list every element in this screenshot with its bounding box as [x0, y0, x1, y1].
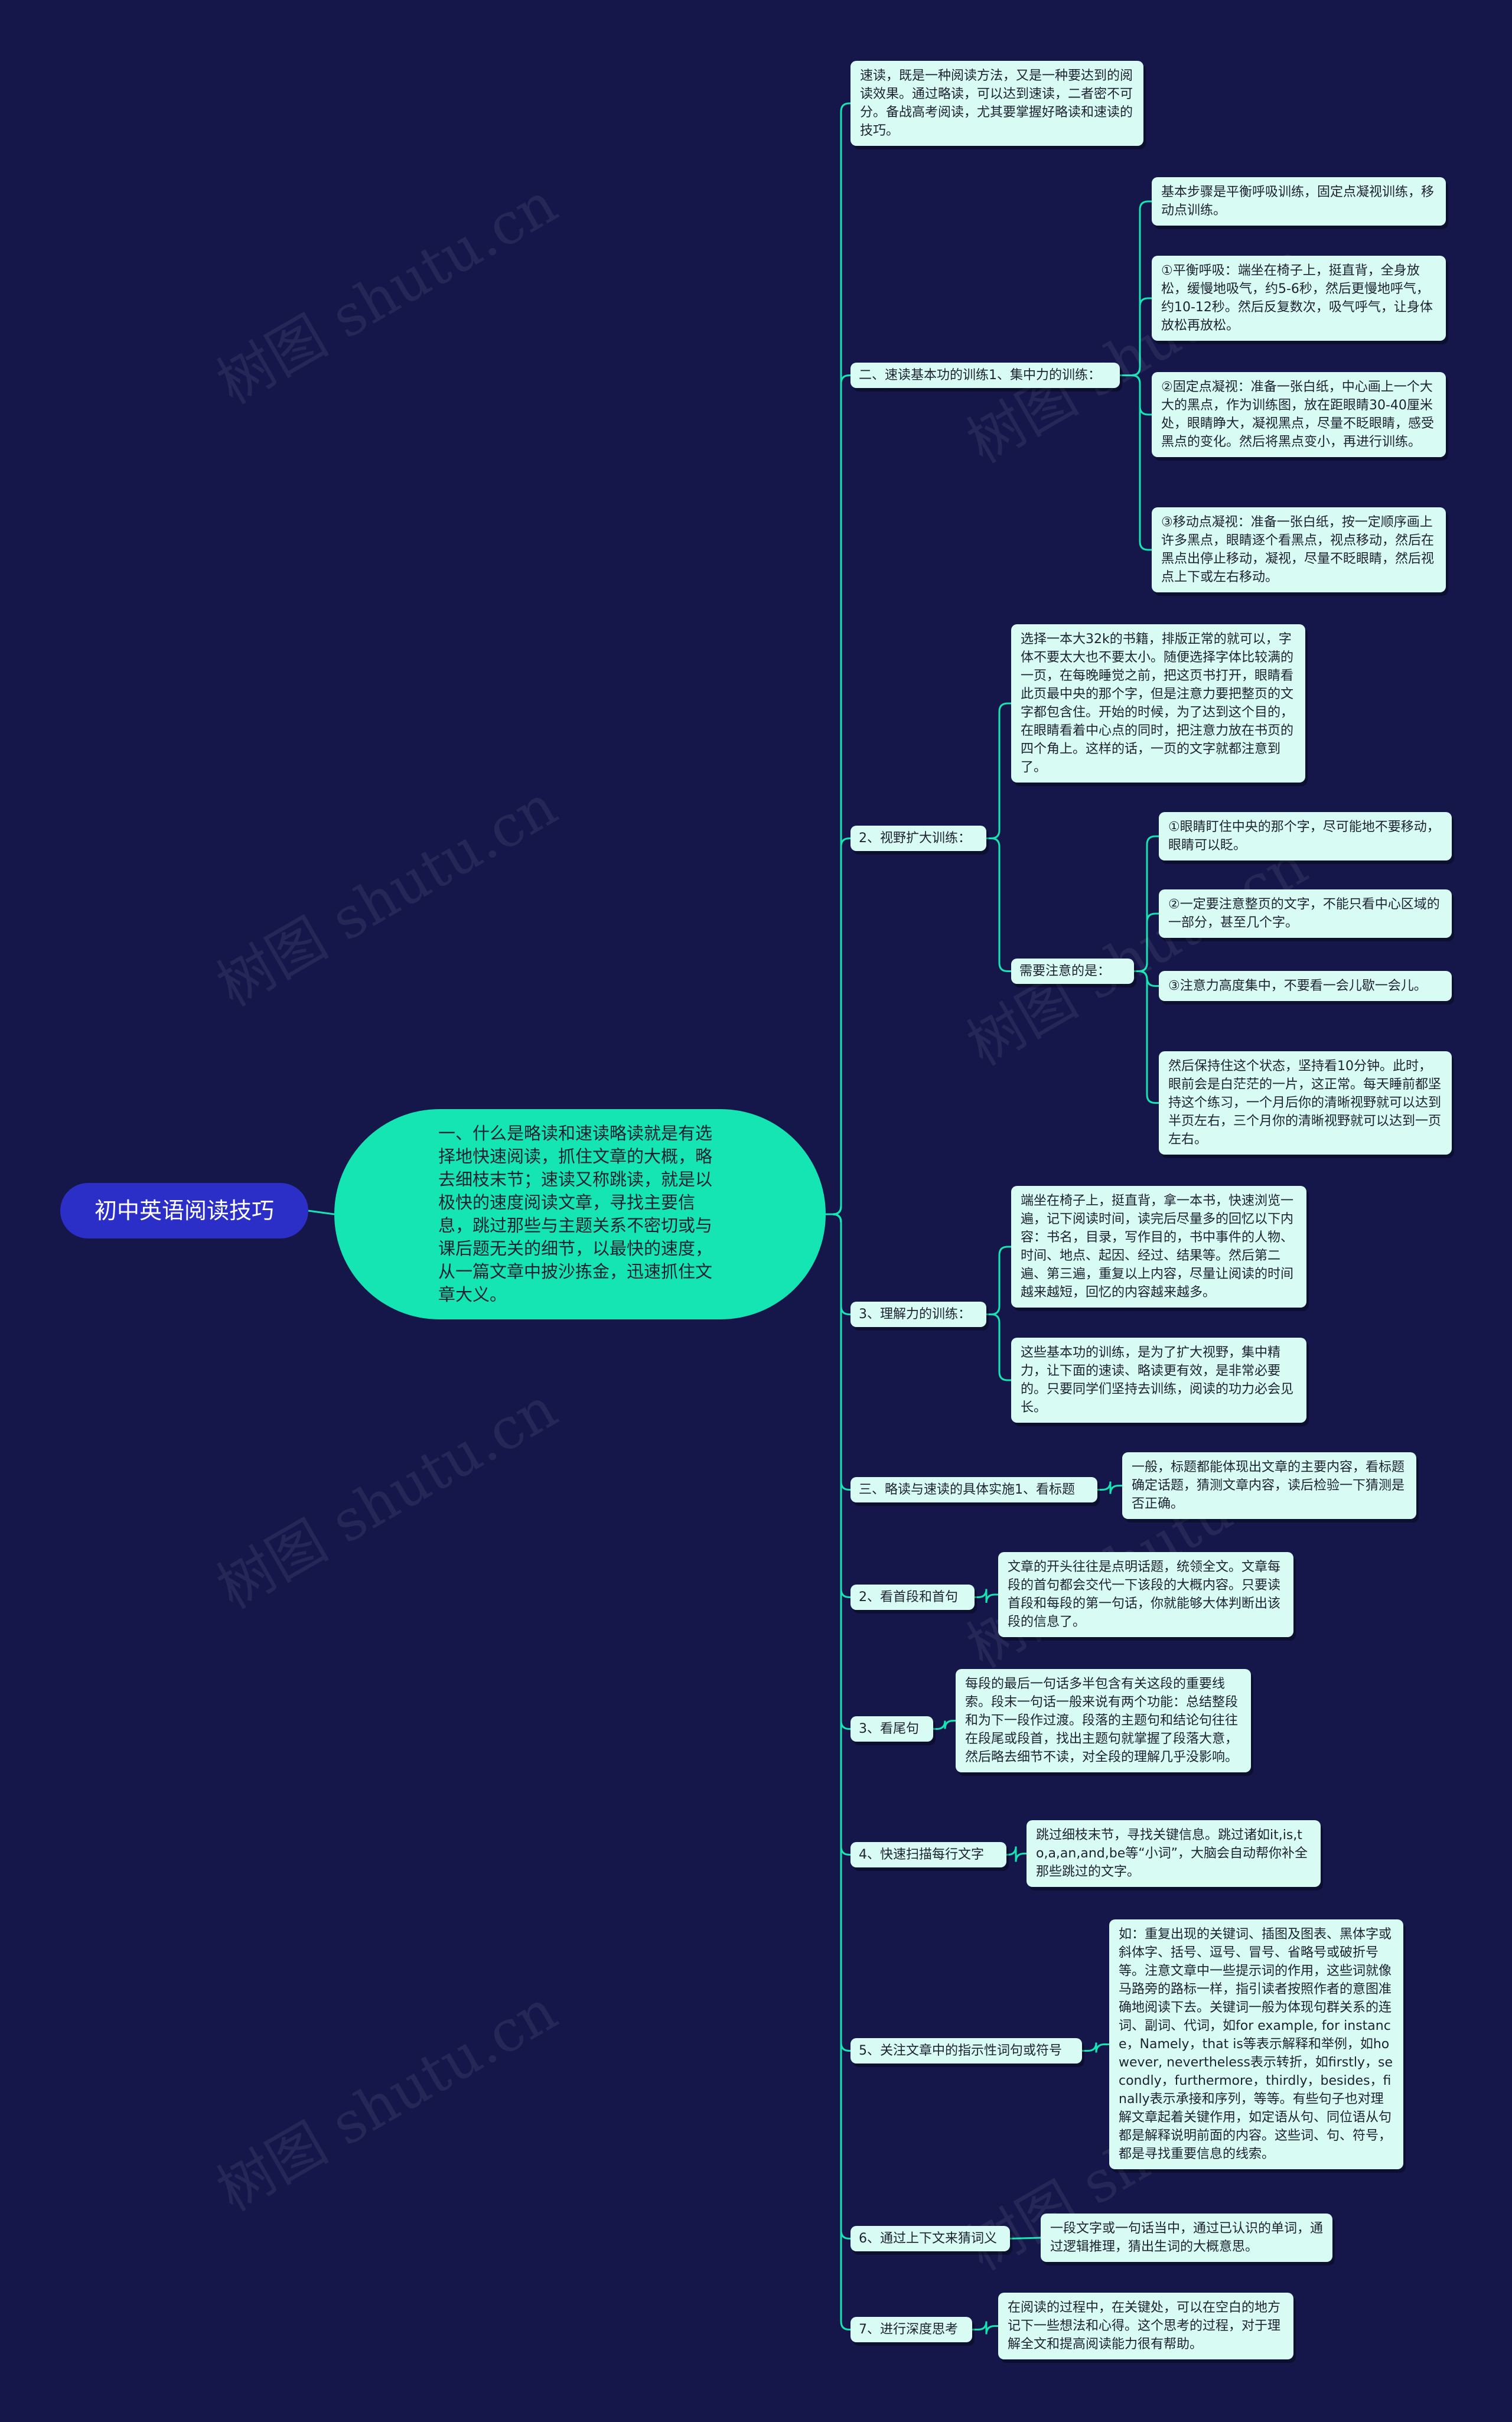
leaf-indicator-tip[interactable]: 如：重复出现的关键词、插图及图表、黑体字或斜体字、括号、逗号、冒号、省略号或破折… — [1109, 1919, 1403, 2169]
branch-connector — [986, 1313, 1011, 1381]
branch-connector — [1120, 374, 1152, 416]
center-connector — [826, 1213, 850, 1491]
branch-connector — [933, 1720, 956, 1730]
branch-vision-expansion[interactable]: 2、视野扩大训练： — [850, 826, 986, 851]
leaf-book-exercise[interactable]: 选择一本大32k的书籍，排版正常的就可以，字体不要太大也不要太小。随便选择字体比… — [1011, 624, 1305, 783]
leaf-last-sentence-tip[interactable]: 每段的最后一句话多半包含有关这段的重要线索。段末一句话一般来说有两个功能：总结整… — [956, 1669, 1251, 1772]
branch-connector — [986, 1246, 1011, 1315]
branch-connector — [1009, 2237, 1041, 2240]
leaf-note-4[interactable]: 然后保持住这个状态，坚持看10分钟。此时，眼前会是白茫茫的一片，这正常。每天睡前… — [1159, 1051, 1452, 1155]
leaf-scan-tip[interactable]: 跳过细枝末节，寻找关键信息。跳过诸如it,is,to,a,an,and,be等“… — [1027, 1820, 1321, 1887]
leaf-context-tip[interactable]: 一段文字或一句话当中，通过已认识的单词，通过逻辑推理，猜出生词的大概意思。 — [1041, 2214, 1332, 2262]
branch-context-guessing[interactable]: 6、通过上下文来猜词义 — [850, 2226, 1010, 2251]
leaf-note-3[interactable]: ③注意力高度集中，不要看一会儿歇一会儿。 — [1159, 971, 1452, 1001]
branch-connector — [1134, 912, 1159, 972]
leaf-title-tip[interactable]: 一般，标题都能体现出文章的主要内容，看标题确定话题，猜测文章内容，读后检验一下猜… — [1122, 1452, 1416, 1519]
branch-connector — [975, 1589, 998, 1603]
branch-scan-lines[interactable]: 4、快速扫描每行文字 — [850, 1842, 1006, 1867]
branch-connector — [1134, 970, 1159, 1104]
branch-connector — [1120, 297, 1152, 376]
branch-first-paragraph[interactable]: 2、看首段和首句 — [850, 1585, 975, 1610]
central-topic[interactable]: 一、什么是略读和速读略读就是有选择地快速阅读，抓住文章的大概，略去细枝末节；速读… — [334, 1109, 826, 1319]
leaf-fixed-point-gaze[interactable]: ②固定点凝视：准备一张白纸，中心画上一个大大的黑点，作为训练图，放在距眼睛30-… — [1152, 372, 1446, 457]
leaf-training-purpose[interactable]: 这些基本功的训练，是为了扩大视野，集中精力，让下面的速读、略读更有效，是非常必要… — [1011, 1338, 1306, 1423]
center-connector — [826, 1213, 850, 2330]
center-connector — [826, 1213, 850, 1856]
branch-look-at-title[interactable]: 三、略读与速读的具体实施1、看标题 — [850, 1477, 1097, 1502]
branch-deep-thinking[interactable]: 7、进行深度思考 — [850, 2317, 972, 2342]
leaf-first-paragraph-tip[interactable]: 文章的开头往往是点明话题，统领全文。文章每段的首句都会交代一下该段的大概内容。只… — [998, 1552, 1293, 1637]
branch-note-intro[interactable]: 速读，既是一种阅读方法，又是一种要达到的阅读效果。通过略读，可以达到速读，二者密… — [850, 61, 1143, 146]
branch-connector — [972, 2321, 998, 2335]
leaf-note-2[interactable]: ②一定要注意整页的文字，不能只看中心区域的一部分，甚至几个字。 — [1159, 889, 1452, 938]
center-connector — [826, 837, 850, 1215]
branch-comprehension-training[interactable]: 3、理解力的训练： — [850, 1302, 986, 1327]
branch-connector — [986, 702, 1011, 839]
branch-connector — [1120, 374, 1152, 551]
central-topic-text: 一、什么是略读和速读略读就是有选择地快速阅读，抓住文章的大概，略去细枝末节；速读… — [438, 1123, 713, 1305]
center-connector — [826, 102, 850, 1215]
branch-notes-attention[interactable]: 需要注意的是： — [1011, 959, 1134, 984]
leaf-note-1[interactable]: ①眼睛盯住中央的那个字，尽可能地不要移动，眼睛可以眨。 — [1159, 812, 1452, 860]
leaf-moving-point-gaze[interactable]: ③移动点凝视：准备一张白纸，按一定顺序画上许多黑点，眼睛逐个看黑点，视点移动，然… — [1152, 507, 1446, 592]
leaf-deep-thinking-tip[interactable]: 在阅读的过程中，在关键处，可以在空白的地方记下一些想法和心得。这个思考的过程，对… — [998, 2293, 1293, 2359]
center-connector — [826, 1213, 850, 1315]
center-connector — [826, 1213, 850, 2052]
leaf-comprehension-steps[interactable]: 端坐在椅子上，挺直背，拿一本书，快速浏览一遍，记下阅读时间，读完后尽量多的回忆以… — [1011, 1186, 1306, 1308]
root-connector — [308, 1210, 335, 1215]
branch-connector — [1120, 200, 1152, 376]
center-connector — [826, 1213, 850, 2240]
branch-concentration-training[interactable]: 二、速读基本功的训练1、集中力的训练： — [850, 363, 1120, 388]
branch-connector — [1006, 1846, 1027, 1862]
leaf-balanced-breathing[interactable]: ①平衡呼吸：端坐在椅子上，挺直背，全身放松，缓慢地吸气，约5-6秒，然后更慢地呼… — [1152, 256, 1446, 341]
branch-indicator-words[interactable]: 5、关注文章中的指示性词句或符号 — [850, 2038, 1082, 2064]
branch-connector — [986, 837, 1011, 972]
branch-connector — [1082, 2042, 1109, 2053]
root-topic[interactable]: 初中英语阅读技巧 — [60, 1183, 308, 1238]
branch-last-sentence[interactable]: 3、看尾句 — [850, 1716, 933, 1742]
center-connector — [826, 1213, 850, 1730]
center-connector — [826, 1213, 850, 1598]
leaf-basic-steps[interactable]: 基本步骤是平衡呼吸训练，固定点凝视训练，移动点训练。 — [1152, 177, 1446, 226]
branch-connector — [1097, 1481, 1122, 1494]
center-connector — [826, 374, 850, 1215]
